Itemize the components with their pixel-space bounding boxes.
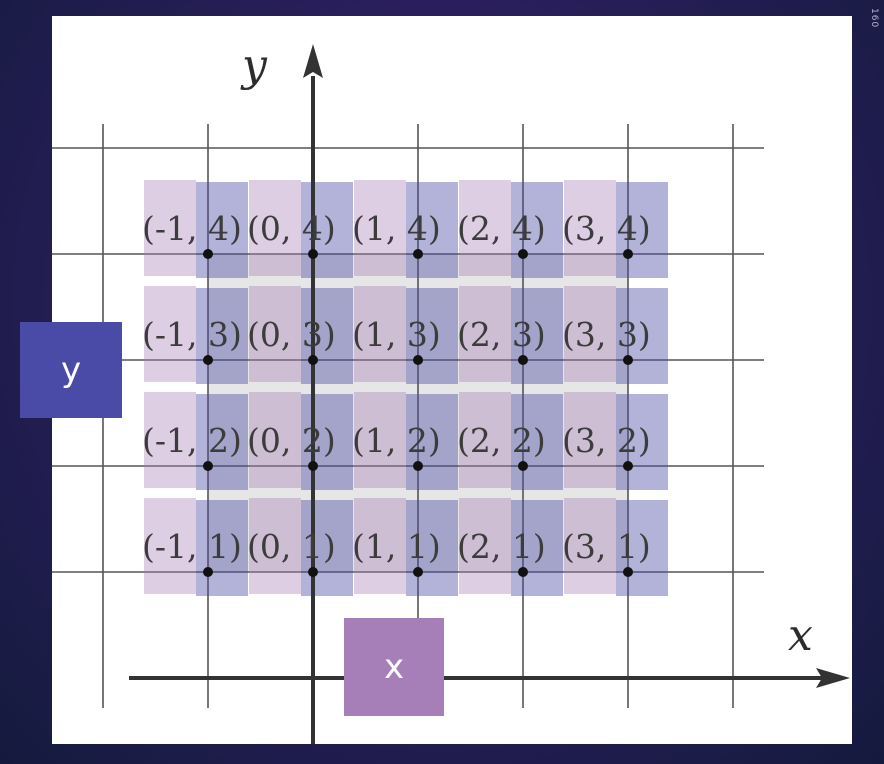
- lattice-point: [518, 461, 528, 471]
- lattice-point: [518, 567, 528, 577]
- y-coordinate-highlight: [301, 288, 353, 384]
- lattice-point: [203, 567, 213, 577]
- y-coordinate-highlight: [406, 394, 458, 490]
- y-coordinate-highlight: [301, 182, 353, 278]
- lattice-point: [308, 249, 318, 259]
- lattice-point: [413, 249, 423, 259]
- coordinate-label: (2, 2): [457, 421, 546, 460]
- y-coordinate-highlight: [616, 500, 668, 596]
- coordinate-label: (1, 4): [352, 209, 441, 248]
- coordinate-grid: [52, 44, 850, 744]
- lattice-point: [308, 461, 318, 471]
- lattice-point: [413, 567, 423, 577]
- lattice-point: [518, 355, 528, 365]
- lattice-point: [413, 461, 423, 471]
- coordinate-label: (-1, 4): [142, 209, 242, 248]
- x-coordinate-highlight: [564, 286, 616, 382]
- x-coordinate-highlight: [144, 498, 196, 594]
- y-coordinate-highlight: [196, 182, 248, 278]
- y-coordinate-highlight: [616, 182, 668, 278]
- x-coordinate-highlight: [144, 392, 196, 488]
- y-coordinate-highlight: [301, 394, 353, 490]
- x-coordinate-highlight: [564, 392, 616, 488]
- slide-number: 160: [869, 8, 879, 29]
- coordinate-label: (-1, 2): [142, 421, 242, 460]
- lattice-point: [203, 249, 213, 259]
- y-coordinate-highlight: [511, 288, 563, 384]
- y-axis-label: y: [242, 40, 267, 91]
- coordinate-label: (-1, 3): [142, 315, 242, 354]
- y-coordinate-highlight: [616, 394, 668, 490]
- y-highlight-tag: y: [20, 322, 122, 418]
- coordinate-label: (0, 3): [247, 315, 336, 354]
- x-coordinate-highlight: [564, 498, 616, 594]
- coordinate-label: (3, 4): [562, 209, 651, 248]
- x-coordinate-highlight: [144, 286, 196, 382]
- coordinate-label: (2, 1): [457, 527, 546, 566]
- x-coordinate-highlight: [459, 286, 511, 382]
- x-coordinate-highlight: [354, 498, 406, 594]
- x-coordinate-highlight: [249, 392, 301, 488]
- coordinate-grid-panel: y x (-1, 4)(0, 4) (1, 4) (2, 4) (3, 4) (-1, …: [52, 16, 852, 744]
- coordinate-label: (1, 3): [352, 315, 441, 354]
- lattice-point: [308, 355, 318, 365]
- coordinate-label: (1, 2): [352, 421, 441, 460]
- x-coordinate-highlight: [249, 286, 301, 382]
- lattice-point: [623, 355, 633, 365]
- x-coordinate-highlight: [459, 180, 511, 276]
- coordinate-label: (2, 3): [457, 315, 546, 354]
- x-axis-label: x: [788, 610, 813, 661]
- x-coordinate-highlight: [354, 180, 406, 276]
- coordinate-label: (0, 1): [247, 527, 336, 566]
- lattice-point: [308, 567, 318, 577]
- coordinate-label: (3, 3): [562, 315, 651, 354]
- lattice-point: [203, 355, 213, 365]
- lattice-point: [413, 355, 423, 365]
- y-coordinate-highlight: [196, 288, 248, 384]
- x-axis-arrowhead: [816, 668, 850, 688]
- x-coordinate-highlight: [249, 180, 301, 276]
- x-highlight-tag: x: [344, 618, 444, 716]
- y-coordinate-highlight: [406, 288, 458, 384]
- lattice-point: [623, 567, 633, 577]
- y-axis-arrowhead: [303, 44, 323, 78]
- x-coordinate-highlight: [144, 180, 196, 276]
- x-coordinate-highlight: [354, 392, 406, 488]
- coordinate-label: (1, 1): [352, 527, 441, 566]
- lattice-point: [203, 461, 213, 471]
- coordinate-label: (3, 1): [562, 527, 651, 566]
- lattice-point: [518, 249, 528, 259]
- y-coordinate-highlight: [511, 182, 563, 278]
- x-coordinate-highlight: [459, 498, 511, 594]
- x-coordinate-highlight: [354, 286, 406, 382]
- y-coordinate-highlight: [406, 500, 458, 596]
- y-coordinate-highlight: [616, 288, 668, 384]
- y-coordinate-highlight: [196, 394, 248, 490]
- y-coordinate-highlight: [511, 500, 563, 596]
- x-coordinate-highlight: [249, 498, 301, 594]
- coordinate-label: (-1, 1): [142, 527, 242, 566]
- y-coordinate-highlight: [406, 182, 458, 278]
- y-coordinate-highlight: [196, 500, 248, 596]
- coordinate-label: (0, 2): [247, 421, 336, 460]
- lattice-point: [623, 461, 633, 471]
- x-coordinate-highlight: [564, 180, 616, 276]
- coordinate-label: (0, 4): [247, 209, 336, 248]
- lattice-point: [623, 249, 633, 259]
- coordinate-label: (2, 4): [457, 209, 546, 248]
- y-coordinate-highlight: [511, 394, 563, 490]
- coordinate-label: (3, 2): [562, 421, 651, 460]
- y-coordinate-highlight: [301, 500, 353, 596]
- x-coordinate-highlight: [459, 392, 511, 488]
